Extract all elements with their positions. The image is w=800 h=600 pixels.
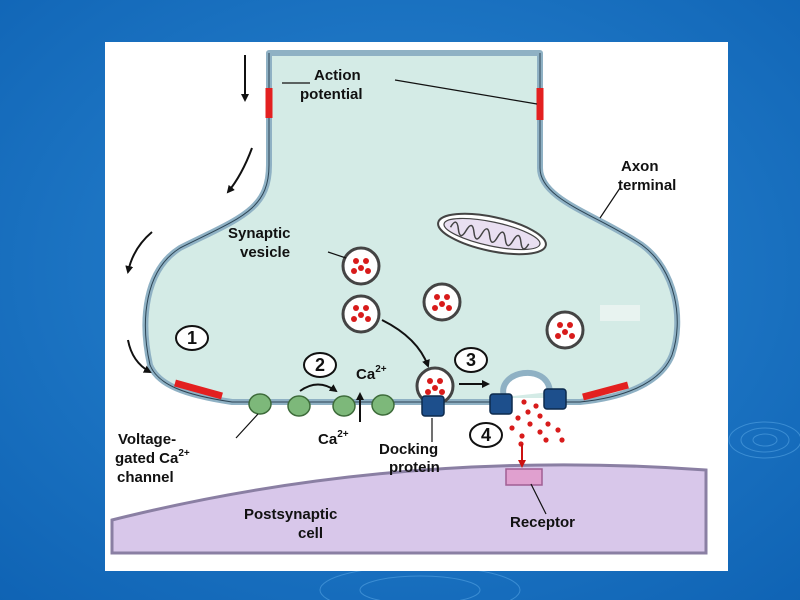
axon-terminal-label-1: Axon xyxy=(621,158,659,175)
step-4-number: 4 xyxy=(481,425,491,445)
ca-channels xyxy=(248,393,395,417)
ca-channel-open-arrow xyxy=(299,383,338,393)
neurotransmitter-release xyxy=(509,399,565,447)
step-1-number: 1 xyxy=(187,328,197,348)
ca-outside-label: Ca2+ xyxy=(318,429,349,448)
receptor xyxy=(505,468,543,486)
ca-channel xyxy=(287,395,311,417)
action-potential-bottom-left xyxy=(174,379,223,400)
action-potential-label-1: Action xyxy=(314,67,361,84)
action-potential-bottom-right xyxy=(582,381,629,401)
vgcc-label-2: gated Ca2+ xyxy=(115,448,190,467)
step-1-badge: 1 xyxy=(175,325,209,351)
vesicle xyxy=(545,310,585,350)
step-2-badge: 2 xyxy=(303,352,337,378)
postsynaptic-label-1: Postsynaptic xyxy=(244,506,337,523)
vgcc-leader xyxy=(235,413,259,439)
vesicle-leader xyxy=(327,251,347,259)
blank-patch xyxy=(600,305,640,321)
synaptic-vesicle-label-1: Synaptic xyxy=(228,225,291,242)
ca-channel xyxy=(332,395,356,417)
postsynaptic-label-2: cell xyxy=(298,525,323,542)
docking-protein xyxy=(543,388,567,410)
labels: Action potential Axon terminal Synaptic … xyxy=(115,67,676,542)
mitochondrion xyxy=(437,212,547,256)
vesicle xyxy=(341,294,381,334)
receptor-leader xyxy=(530,483,547,515)
ca-channel xyxy=(371,394,395,416)
exocytosis-pocket xyxy=(500,369,553,398)
action-potential-label-2: potential xyxy=(300,86,363,103)
step-3-number: 3 xyxy=(466,350,476,370)
docking-protein xyxy=(489,393,513,415)
ca-channel xyxy=(248,393,272,415)
postsynaptic-cell xyxy=(110,463,708,555)
leader-lines xyxy=(235,79,621,515)
process-arrows xyxy=(299,319,490,422)
vgcc-label-1: Voltage- xyxy=(118,431,176,448)
docking-protein xyxy=(421,395,445,417)
step-2-number: 2 xyxy=(315,355,325,375)
docking-protein-label-2: protein xyxy=(389,459,440,476)
vgcc-label-3: channel xyxy=(117,469,174,486)
axon-terminal-leader xyxy=(599,187,621,219)
vesicle-move-arrow xyxy=(381,319,430,368)
axon-terminal-label-2: terminal xyxy=(618,177,676,194)
vesicle xyxy=(422,282,462,322)
step-3-badge: 3 xyxy=(454,347,488,373)
action-potential-leader-right xyxy=(394,79,538,105)
action-potential-markers xyxy=(174,88,629,401)
docking-protein-label-1: Docking xyxy=(379,441,438,458)
synaptic-vesicle-label-2: vesicle xyxy=(240,244,290,261)
propagation-arrows xyxy=(125,55,253,373)
step-4-badge: 4 xyxy=(469,422,503,448)
docking-proteins xyxy=(421,388,567,417)
vesicle xyxy=(341,246,381,286)
ca-inside-label: Ca2+ xyxy=(356,364,387,383)
axon-terminal-outline xyxy=(145,53,678,403)
step-badges: 1 2 3 4 xyxy=(175,325,503,448)
receptor-label: Receptor xyxy=(510,514,575,531)
